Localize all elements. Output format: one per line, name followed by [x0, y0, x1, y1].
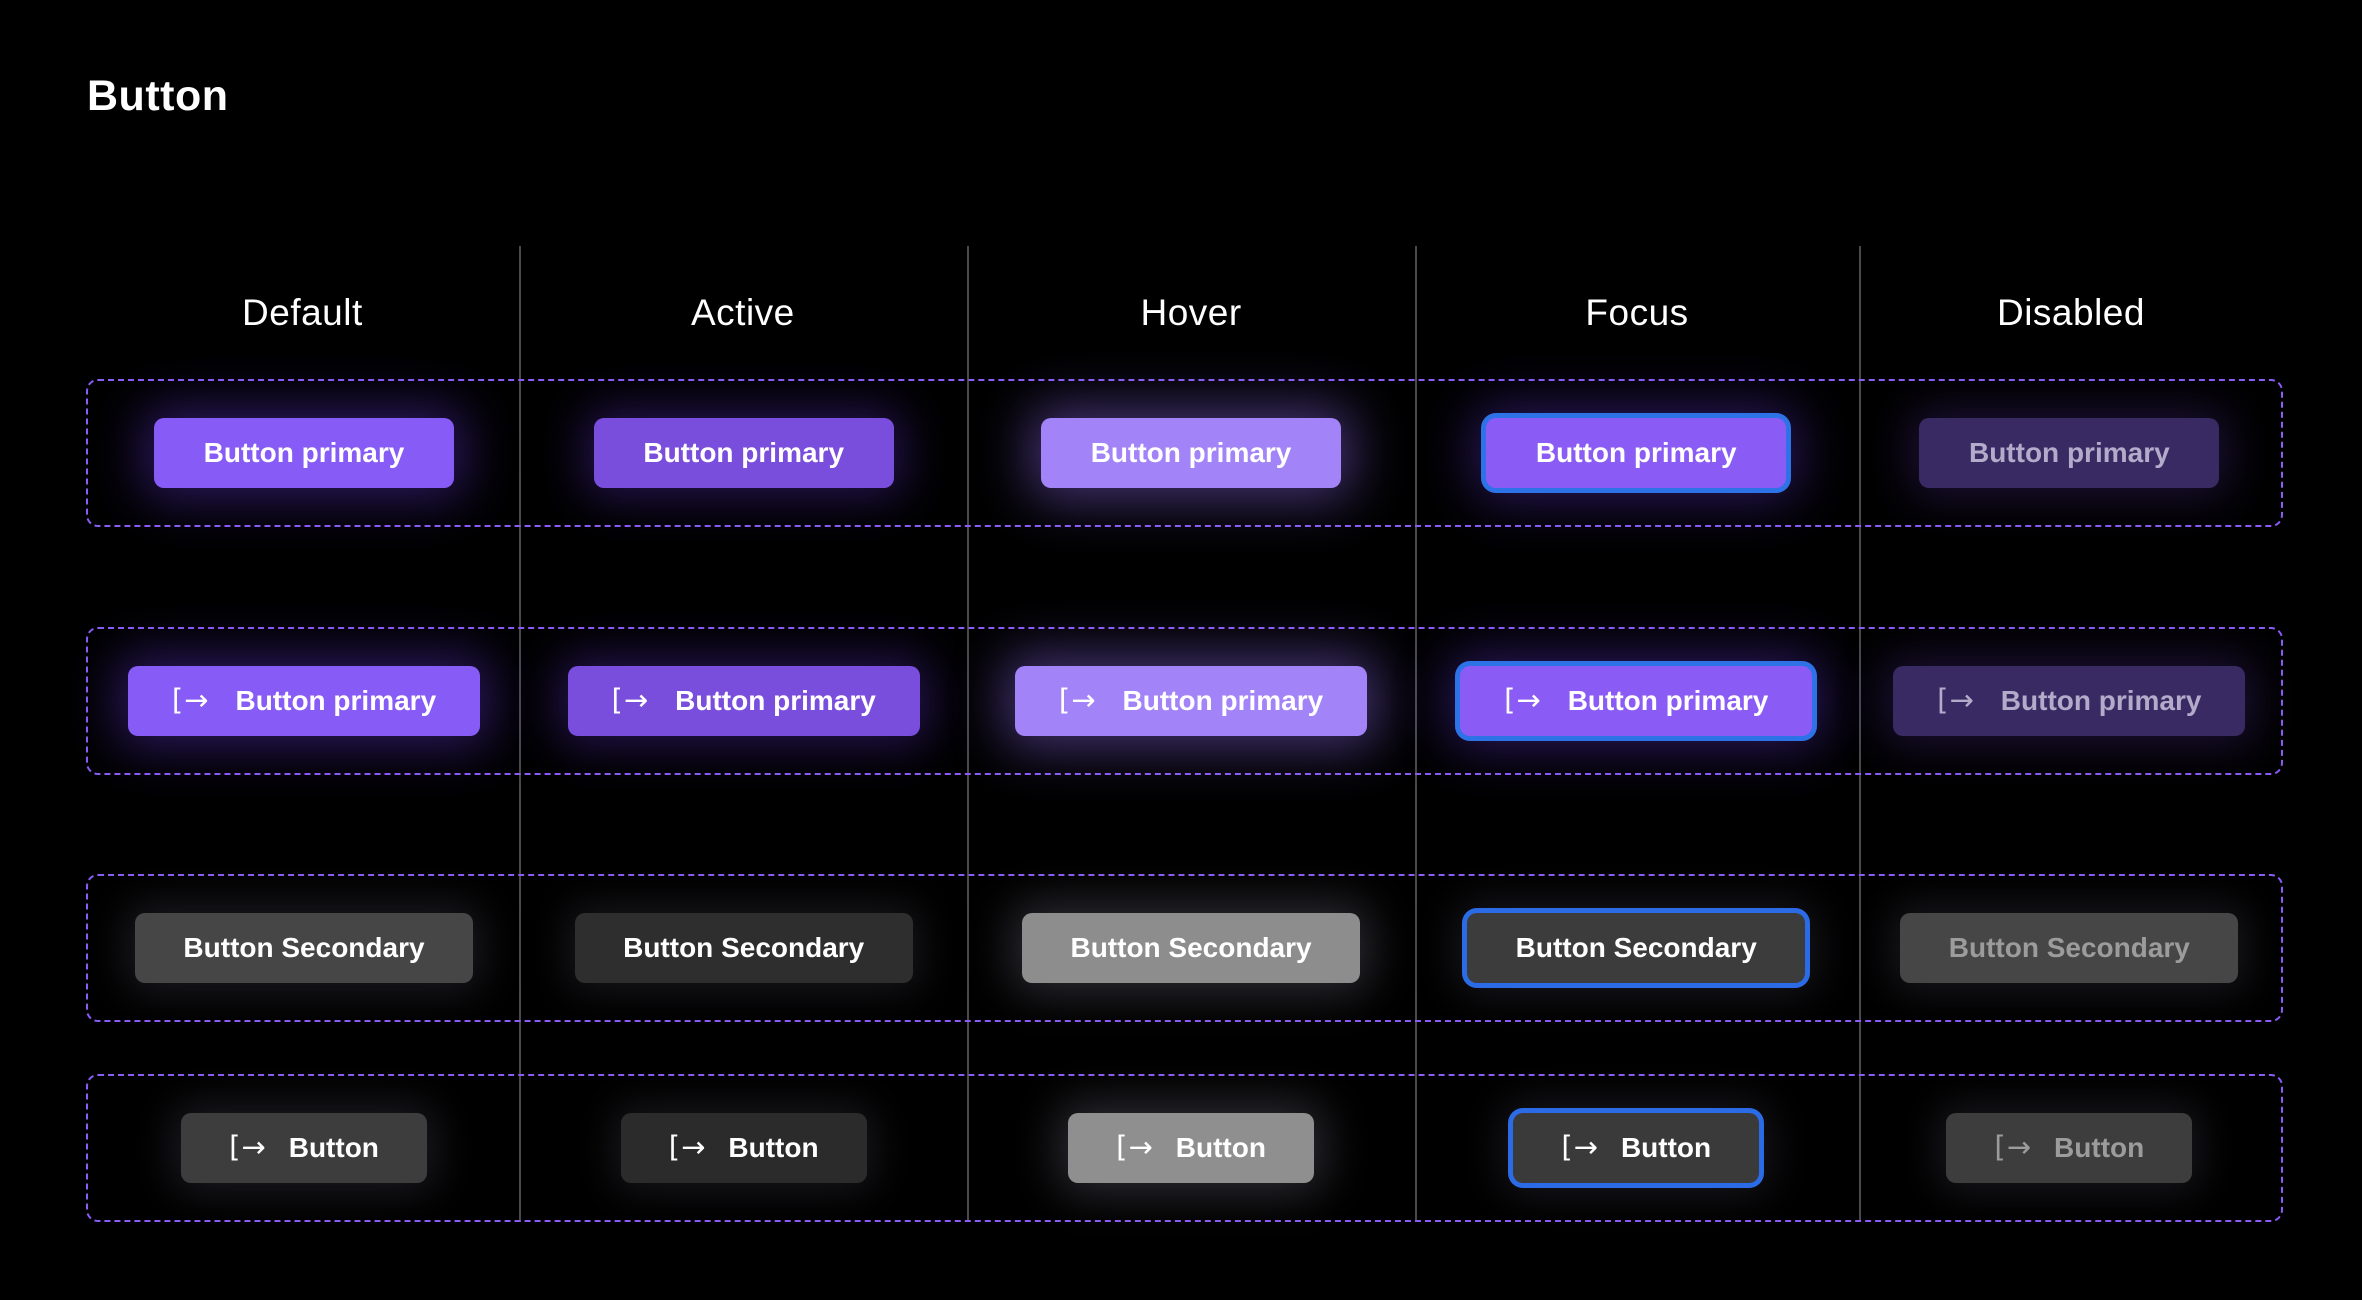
- secondary-disabled-button[interactable]: Button Secondary: [1900, 913, 2239, 983]
- button-label: Button primary: [235, 685, 437, 716]
- bracket-arrow-icon: [→: [1561, 1129, 1599, 1164]
- cell-button-icon-default: [→ Button: [88, 1076, 520, 1220]
- column-separator-line: [1415, 246, 1418, 1222]
- column-header-focus: Focus: [1585, 291, 1689, 333]
- button-label: Button Secondary: [1948, 932, 2190, 963]
- primary-icon-hover-button[interactable]: [→ Button primary: [1015, 666, 1368, 736]
- cell-primary-default: Button primary: [88, 381, 520, 525]
- button-label: Button primary: [1090, 437, 1292, 468]
- button-label: Button Secondary: [183, 932, 425, 963]
- button-label: Button primary: [643, 437, 845, 468]
- cell-primary-hover: Button primary: [967, 381, 1414, 525]
- button-icon-active-button[interactable]: [→ Button: [620, 1113, 867, 1183]
- button-label: Button primary: [1535, 437, 1737, 468]
- row-primary: Button primary Button primary Button prima…: [86, 379, 2283, 527]
- cell-secondary-active: Button Secondary: [520, 876, 967, 1020]
- column-separator-line: [1858, 246, 1861, 1222]
- bracket-arrow-icon: [→: [1058, 682, 1097, 717]
- button-icon-disabled-button[interactable]: [→ Button: [1946, 1113, 2193, 1183]
- button-label: Button primary: [675, 685, 876, 716]
- bracket-arrow-icon: [→: [1504, 682, 1542, 717]
- column-separator-line: [966, 246, 969, 1222]
- cell-primary-focus: Button primary: [1415, 381, 1858, 525]
- column-header-disabled: Disabled: [1996, 291, 2145, 333]
- primary-default-button[interactable]: Button primary: [154, 418, 454, 488]
- button-label: Button: [2054, 1132, 2145, 1163]
- cell-primary-icon-default: [→ Button primary: [88, 629, 520, 773]
- bracket-arrow-icon: [→: [668, 1129, 707, 1164]
- row-secondary: Button Secondary Button Secondary Button S…: [86, 874, 2283, 1022]
- primary-icon-focus-button[interactable]: [→ Button primary: [1460, 666, 1813, 736]
- cell-button-icon-disabled: [→ Button: [1858, 1076, 2281, 1220]
- column-header-active: Active: [691, 291, 795, 333]
- secondary-default-button[interactable]: Button Secondary: [135, 913, 473, 983]
- button-icon-default-button[interactable]: [→ Button: [181, 1113, 427, 1183]
- cell-button-icon-hover: [→ Button: [967, 1076, 1414, 1220]
- column-header-hover: Hover: [1140, 291, 1242, 333]
- button-icon-hover-button[interactable]: [→ Button: [1068, 1113, 1315, 1183]
- cell-primary-icon-disabled: [→ Button primary: [1858, 629, 2281, 773]
- primary-icon-active-button[interactable]: [→ Button primary: [567, 666, 920, 736]
- button-label: Button: [288, 1132, 379, 1163]
- row-primary-icon: [→ Button primary [→ Button primary [→ Button…: [86, 627, 2283, 775]
- cell-primary-disabled: Button primary: [1858, 381, 2281, 525]
- cell-button-icon-focus: [→ Button: [1415, 1076, 1858, 1220]
- button-label: Button: [1620, 1132, 1712, 1163]
- button-label: Button primary: [2000, 685, 2202, 716]
- primary-hover-button[interactable]: Button primary: [1041, 418, 1342, 488]
- button-label: Button Secondary: [1515, 932, 1757, 963]
- button-label: Button primary: [1968, 437, 2170, 468]
- primary-disabled-button[interactable]: Button primary: [1919, 418, 2220, 488]
- bracket-arrow-icon: [→: [1937, 682, 1975, 717]
- button-label: Button Secondary: [1070, 932, 1312, 963]
- primary-active-button[interactable]: Button primary: [593, 418, 894, 488]
- row-button-icon: [→ Button [→ Button [→ Button [→ Button [→ Button: [86, 1074, 2283, 1222]
- button-label: Button primary: [1567, 685, 1769, 716]
- bracket-arrow-icon: [→: [229, 1129, 267, 1164]
- column-separator-line: [518, 246, 521, 1222]
- column-headers: Default Active Hover Focus Disabled: [86, 246, 2283, 379]
- cell-primary-active: Button primary: [520, 381, 967, 525]
- cell-button-icon-active: [→ Button: [520, 1076, 967, 1220]
- primary-icon-disabled-button[interactable]: [→ Button primary: [1893, 666, 2246, 736]
- column-header-default: Default: [242, 291, 363, 333]
- bracket-arrow-icon: [→: [1994, 1129, 2033, 1164]
- secondary-focus-button[interactable]: Button Secondary: [1467, 913, 1806, 983]
- secondary-active-button[interactable]: Button Secondary: [574, 913, 913, 983]
- primary-focus-button[interactable]: Button primary: [1486, 418, 1787, 488]
- button-label: Button primary: [203, 437, 405, 468]
- bracket-arrow-icon: [→: [611, 682, 650, 717]
- bracket-arrow-icon: [→: [171, 682, 210, 717]
- cell-secondary-focus: Button Secondary: [1415, 876, 1858, 1020]
- cell-secondary-hover: Button Secondary: [967, 876, 1414, 1020]
- primary-icon-default-button[interactable]: [→ Button primary: [128, 666, 480, 736]
- cell-primary-icon-hover: [→ Button primary: [967, 629, 1414, 773]
- cell-secondary-default: Button Secondary: [88, 876, 520, 1020]
- button-label: Button: [728, 1132, 819, 1163]
- cell-primary-icon-active: [→ Button primary: [520, 629, 967, 773]
- button-states-matrix: Default Active Hover Focus Disabled Button p…: [86, 246, 2283, 1222]
- button-label: Button Secondary: [623, 932, 865, 963]
- button-label: Button primary: [1122, 685, 1324, 716]
- cell-secondary-disabled: Button Secondary: [1858, 876, 2281, 1020]
- button-icon-focus-button[interactable]: [→ Button: [1513, 1113, 1760, 1183]
- page-title: Button: [87, 72, 229, 120]
- cell-primary-icon-focus: [→ Button primary: [1415, 629, 1858, 773]
- button-label: Button: [1175, 1132, 1266, 1163]
- secondary-hover-button[interactable]: Button Secondary: [1022, 913, 1361, 983]
- bracket-arrow-icon: [→: [1116, 1129, 1154, 1164]
